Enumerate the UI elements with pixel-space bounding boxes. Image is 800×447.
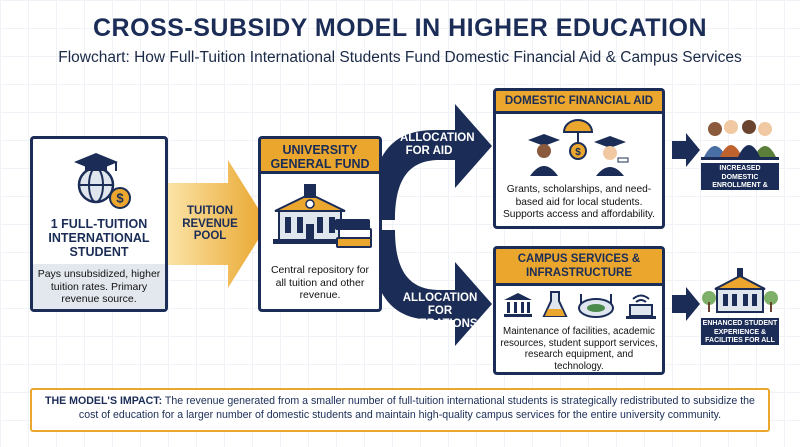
general-fund-header: UNIVERSITY GENERAL FUND [258,136,382,174]
people-group-icon [701,120,779,160]
page-subtitle: Flowchart: How Full-Tuition Internationa… [58,49,742,66]
campus-services-box: Maintenance of facilities, academic reso… [493,283,665,375]
allocation-aid-arrow [370,104,492,220]
students-umbrella-icon: $ [528,119,629,176]
museum-icon [504,293,532,317]
campus-services-description: Maintenance of facilities, academic reso… [500,326,658,372]
page-title: CROSS-SUBSIDY MODEL IN HIGHER EDUCATION [93,14,707,42]
general-fund-box: Central repository for all tuition and o… [258,171,382,312]
stadium-icon [578,294,614,318]
impact-box: THE MODEL'S IMPACT: The revenue generate… [30,388,770,432]
dollar-coin-icon: $ [109,187,131,209]
allocation-aid-label: ALLOCATION FOR AID [400,132,475,157]
allocation-operations-label: ALLOCATION FOR OPERATIONS [402,292,478,330]
impact-text-line: THE MODEL'S IMPACT: The revenue generate… [40,394,760,422]
allocation-operations-arrow [370,230,492,346]
wifi-laptop-icon [626,294,656,319]
experience-arrow [672,287,700,321]
general-fund-description: Central repository for all tuition and o… [270,264,370,301]
financial-aid-description: Grants, scholarships, and need-based aid… [503,184,655,220]
flask-icon [542,291,568,317]
impact-text: The revenue generated from a smaller num… [78,395,755,421]
financial-aid-box: $ Grants, scholarships, and need-based a… [493,111,665,229]
experience-outcome-badge: ENHANCED STUDENT EXPERIENCE & FACILITIES… [701,318,779,345]
university-building-icon [273,184,347,244]
campus-services-header: CAMPUS SERVICES & INFRASTRUCTURE [493,246,665,286]
enrollment-arrow [672,133,700,167]
graduation-cap-globe-icon [74,153,118,204]
campus-building-icon [702,268,778,313]
svg-text:$: $ [116,191,124,206]
book-stack-icon [335,219,372,248]
student-label: 1 FULL-TUITION INTERNATIONAL STUDENT [48,217,150,259]
tuition-pool-label: TUITION REVENUE POOL [182,205,238,242]
financial-aid-header: DOMESTIC FINANCIAL AID [493,88,665,114]
tuition-pool-arrow [168,160,268,288]
student-box: $ 1 FULL-TUITION INTERNATIONAL STUDENT P… [30,136,168,312]
svg-text:$: $ [575,147,581,158]
impact-label: THE MODEL'S IMPACT: [45,395,163,407]
student-description: Pays unsubsidized, higher tuition rates.… [33,264,165,309]
enrollment-outcome-badge: INCREASED DOMESTIC ENROLLMENT & ACCESS [701,163,779,198]
